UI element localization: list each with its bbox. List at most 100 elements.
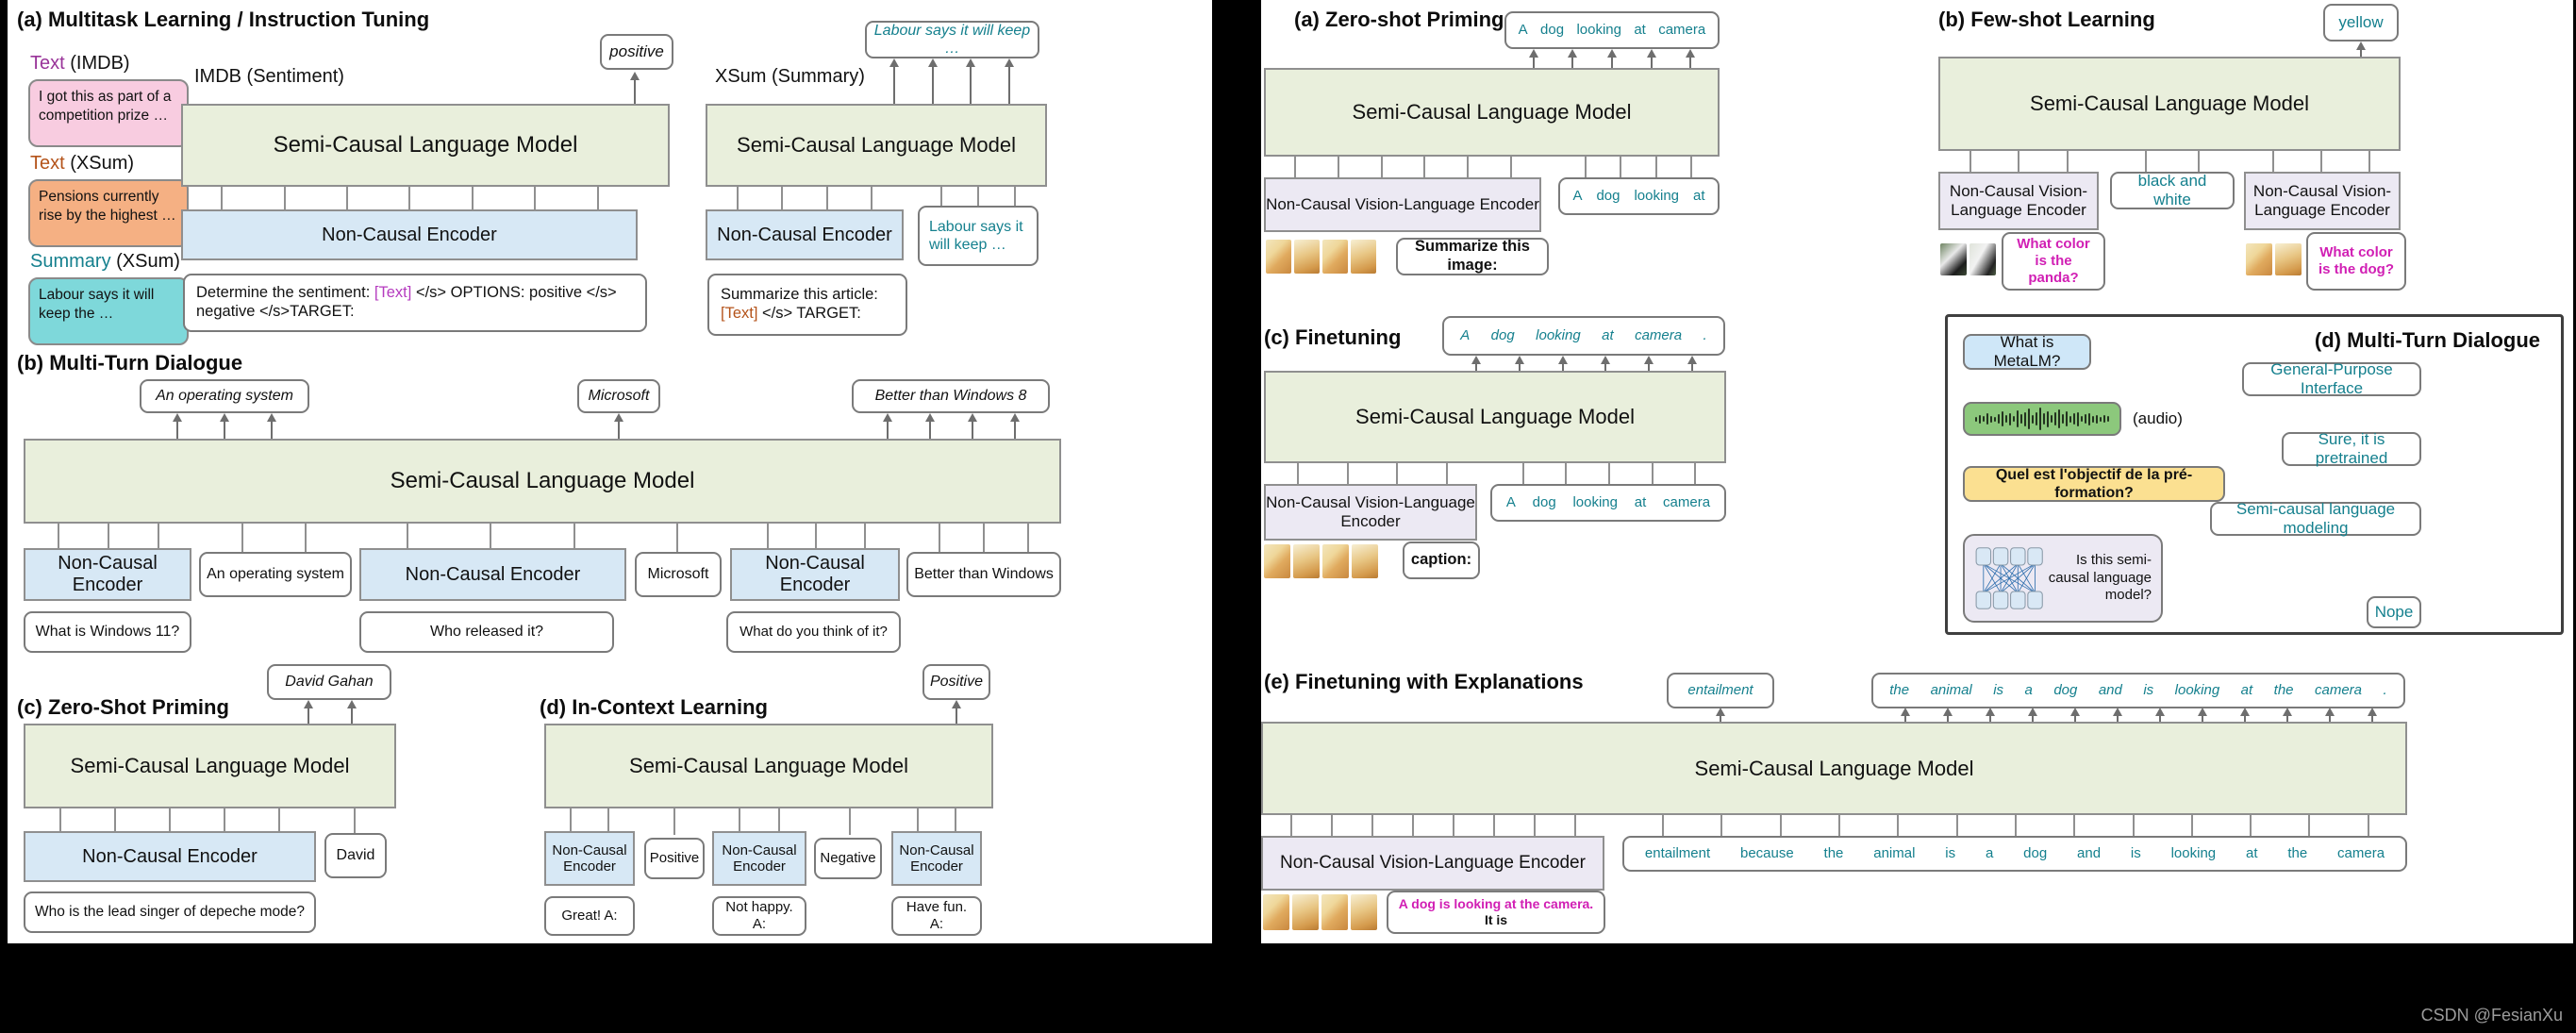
chat-message-assistant: Semi-causal language modeling: [2210, 500, 2421, 537]
connector-group: [743, 524, 889, 548]
question-box: Who released it?: [359, 611, 614, 653]
xsum-summary-label: XSum (Summary): [715, 66, 865, 87]
waveform-bar: [1979, 414, 1981, 424]
arrow-group: [1711, 708, 1730, 722]
connector-line: [2250, 815, 2252, 836]
prompt-prefix: Summarize this article:: [721, 286, 878, 304]
example-label-highlight: Text: [30, 153, 65, 174]
connector-line: [490, 524, 492, 548]
up-arrow-icon: [2324, 708, 2335, 722]
up-arrow-icon: [889, 58, 900, 104]
connector-line: [976, 187, 979, 206]
panda-photo-thumbnail: [1940, 243, 1967, 275]
arrow-group: [1514, 49, 1710, 68]
up-arrow-icon: [2069, 708, 2080, 722]
left-section-b-title: (b) Multi-Turn Dialogue: [17, 351, 243, 375]
connector-line: [2308, 815, 2311, 836]
token: is: [2143, 682, 2154, 698]
non-causal-encoder-box: Non-Causal Encoder: [24, 831, 316, 882]
connector-line: [2014, 815, 2017, 836]
connector-line: [1026, 524, 1029, 552]
connector-line: [1423, 157, 1426, 177]
connector-group: [2119, 151, 2225, 172]
token: A: [1572, 188, 1583, 204]
example-label-rest: (IMDB): [64, 53, 130, 74]
up-arrow-icon: [1557, 356, 1568, 371]
up-arrow-icon: [1985, 708, 1995, 722]
waveform-bar: [2009, 412, 2011, 425]
up-arrow-icon: [347, 700, 357, 724]
connector-group: [899, 808, 974, 831]
waveform-bar: [2058, 409, 2060, 428]
connector-line: [1337, 157, 1339, 177]
up-arrow-icon: [614, 413, 623, 439]
waveform-bar: [2062, 414, 2064, 424]
connector-group: [668, 524, 687, 552]
dog-photo-thumbnail: [2275, 243, 2302, 275]
connector-line: [305, 524, 307, 552]
arrow-group: [875, 58, 1028, 104]
connector-line: [2368, 151, 2370, 172]
context-box: David: [324, 833, 387, 878]
dog-photo-thumbnail: [1351, 894, 1377, 930]
context-box: black and white: [2110, 172, 2235, 209]
up-arrow-icon: [967, 413, 977, 439]
token: at: [1602, 327, 1614, 343]
connector-line: [1297, 463, 1300, 484]
context-box: An operating system: [199, 552, 352, 597]
dog-photo-thumbnails: [1266, 240, 1376, 274]
connector-line: [982, 524, 985, 552]
waveform-bar: [2073, 413, 2075, 425]
token: looking: [1634, 188, 1680, 204]
token: looking: [1536, 327, 1581, 343]
output-box-positive: positive: [600, 34, 673, 70]
vision-language-encoder-box: Non-Causal Vision-Language Encoder: [2244, 172, 2401, 230]
up-arrow-icon: [924, 413, 935, 439]
up-arrow-icon: [1646, 49, 1656, 68]
left-section-c-title: (c) Zero-Shot Priming: [17, 695, 229, 719]
waveform-bar: [2024, 411, 2026, 426]
panel-left: (a) Multitask Learning / Instruction Tun…: [8, 0, 1212, 943]
up-arrow-icon: [882, 413, 892, 439]
connector-line: [939, 524, 941, 552]
token: at: [1634, 22, 1646, 38]
waveform-bar: [2103, 415, 2105, 423]
connector-line: [1453, 815, 1455, 836]
dog-photo-thumbnail: [2246, 243, 2272, 275]
waveform-bar: [2085, 414, 2086, 424]
up-arrow-icon: [1568, 49, 1578, 68]
token: .: [1703, 327, 1707, 343]
connector-line: [739, 808, 740, 831]
connector-line: [1534, 815, 1537, 836]
question-box: What do you think of it?: [726, 611, 901, 653]
waveform-bar: [2096, 414, 2098, 424]
connector-group: [33, 524, 184, 548]
connector-line: [1014, 187, 1017, 206]
up-arrow-icon: [927, 58, 938, 104]
semi-causal-language-model-box: Semi-Causal Language Model: [1264, 371, 1726, 463]
right-section-a-title: (a) Zero-shot Priming: [1294, 8, 1504, 31]
panda-photo-thumbnail: [1969, 243, 1996, 275]
output-box: David Gahan: [267, 664, 391, 700]
connector-group: [191, 187, 629, 209]
up-arrow-icon: [1606, 49, 1617, 68]
waveform-bar: [1975, 416, 1977, 422]
question-box: Great! A:: [544, 896, 635, 936]
connector-group: [715, 187, 894, 209]
waveform-bar: [2005, 415, 2007, 423]
connector-line: [766, 524, 769, 548]
up-arrow-icon: [304, 700, 313, 724]
semi-causal-language-model-box: Semi-Causal Language Model: [544, 724, 993, 808]
connector-line: [534, 187, 537, 209]
semi-causal-language-model-box: Semi-Causal Language Model: [1261, 722, 2407, 815]
token: dog: [1532, 494, 1556, 510]
token: dog: [1596, 188, 1620, 204]
prompt-box: Summarize this image:: [1396, 238, 1549, 275]
output-box-xsum: Labour says it will keep …: [865, 21, 1039, 58]
token: .: [2383, 682, 2387, 698]
up-arrow-icon: [2027, 708, 2037, 722]
chat-message-assistant: Sure, it is pretrained: [2282, 430, 2421, 467]
example-label-summary-xsum: Summary (XSum): [30, 251, 180, 273]
connector-line: [1651, 463, 1654, 484]
